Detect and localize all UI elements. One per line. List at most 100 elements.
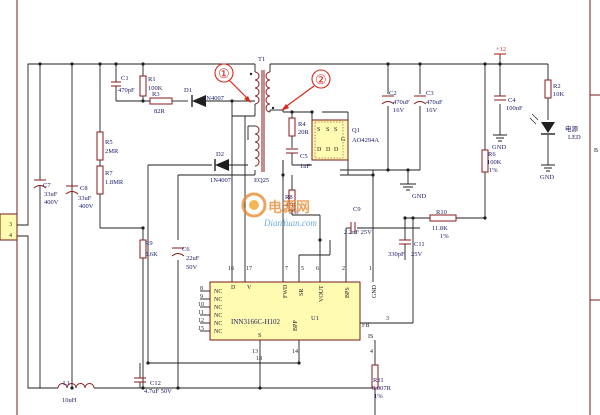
marker-1-label: ① (218, 66, 230, 81)
u1-ref: U1 (311, 315, 319, 322)
u1-pin-bps: BPS (345, 287, 351, 298)
u1-pin-17: 17 (246, 266, 252, 272)
r6-tol: 1% (489, 167, 498, 174)
r10-value: 11.8K (432, 225, 448, 232)
gnd-label-1: GND (412, 193, 426, 200)
capacitor-c1: C1 470pF (111, 75, 135, 94)
resistor-r9: R9 5.6K (139, 239, 158, 259)
d1-ref: D1 (184, 87, 192, 94)
c12-ref: C12 (150, 380, 161, 387)
connector-pin-3: 3 (9, 222, 12, 228)
c7-value: 33uF (44, 191, 58, 198)
inductor-l1: L1 10uH (57, 380, 95, 404)
capacitor-c3: C3 470uF 16V (413, 90, 443, 114)
led-value: LED (568, 134, 581, 141)
resistor-r1: R1 100K (139, 75, 163, 97)
u1-pin-14: 14 (292, 349, 298, 355)
gnd-label-2: GND (492, 144, 506, 151)
input-connector: 3 4 (0, 213, 18, 241)
r7-ref: R7 (105, 170, 113, 177)
u1-pin-2: 2 (342, 266, 345, 272)
r10-tol: 1% (440, 233, 449, 240)
marker-2-label: ② (315, 72, 327, 87)
u1-nc-6: NC (214, 329, 222, 335)
resistor-r2: R2 10K (544, 79, 565, 99)
c6-rating: 50V (186, 264, 198, 271)
u1-pin-9: 9 (200, 294, 203, 300)
led-ref: 电源 (565, 124, 579, 133)
watermark-cn: 电源网 (268, 199, 310, 216)
resistor-r4: R4 20R (288, 117, 310, 137)
d2-value: 1N4007 (210, 177, 232, 184)
resistor-r3: R3 82R (149, 91, 173, 115)
u1-pin-fwd: FWD (283, 284, 289, 298)
u1-pin-is: IS (368, 334, 373, 340)
border-label: B (594, 148, 598, 154)
c5-value: 1nF (300, 163, 311, 170)
u1-nc-4: NC (214, 313, 222, 319)
u1-pin-15: 15 (198, 326, 204, 332)
r4-ref: R4 (298, 121, 306, 128)
c12-value: 4.7uF 50V (144, 388, 172, 395)
gnd-c4: GND (492, 134, 507, 151)
mosfet-q1: S S S D D D G Q1 AO4294A (311, 119, 379, 161)
c2-rating: 16V (393, 107, 405, 114)
u1-pin-4: 4 (370, 349, 373, 355)
u1-nc-2: NC (214, 297, 222, 303)
c4-ref: C4 (508, 97, 516, 104)
u1-pin-5: 5 (301, 266, 304, 272)
diode-d1: D1 1N4007 (184, 87, 225, 107)
c4-value: 100nF (506, 105, 523, 112)
transformer-t1: T1 EQ25 (249, 56, 275, 184)
marker-1: ① (214, 63, 251, 103)
t1-ref: T1 (258, 56, 265, 63)
led-indicator: 电源 LED (529, 113, 581, 141)
u1-pin-fb: FB (362, 323, 369, 329)
c8-ref: C8 (80, 185, 88, 192)
q1-value: AO4294A (352, 137, 379, 144)
u1-pin-gnd: GND (372, 284, 378, 298)
gnd-led: GND (540, 164, 555, 181)
capacitor-c6: C6 22uF 50V (171, 246, 200, 271)
capacitor-c4: C4 100nF (494, 95, 523, 112)
resistor-r11: R11 0.007R 1% (371, 364, 392, 400)
r7-value: 1.8MR (105, 179, 124, 186)
u1-nc-3: NC (214, 305, 222, 311)
u1-pin-sr: SR (299, 289, 305, 296)
t1-value: EQ25 (254, 177, 269, 184)
r5-ref: R5 (105, 139, 113, 146)
annotation-markers: ① ② (214, 63, 331, 111)
supply-label: +12 (496, 46, 506, 53)
q1-pin-s1: S (317, 127, 320, 133)
u1-nc-5: NC (214, 321, 222, 327)
d2-ref: D2 (216, 151, 224, 158)
supply-12v: +12 (494, 46, 506, 55)
r2-ref: R2 (553, 83, 561, 90)
diode-d2: D2 1N4007 (210, 151, 232, 184)
u1-pin-16: 16 (228, 266, 234, 272)
u1-pin-11: 11 (198, 310, 204, 316)
u1-pin-6: 6 (316, 266, 319, 272)
l1-ref: L1 (63, 380, 70, 387)
r3-value: 82R (154, 108, 166, 115)
u1-pin-d: D (231, 285, 236, 291)
r4-value: 20R (298, 129, 310, 136)
r3-ref: R3 (152, 91, 160, 98)
watermark: 电源网 DianYuan.com (241, 192, 317, 228)
c2-ref: C2 (389, 90, 397, 97)
c1-value: 470pF (118, 87, 135, 94)
c11-value: 330pF (388, 251, 405, 258)
ground-symbols: GND GND GND +12 (400, 46, 555, 200)
capacitor-c7: C7 33uF 400V (33, 179, 59, 206)
capacitor-c11: C11 330pF 25V (388, 239, 425, 258)
capacitor-c8: C8 33uF 400V (65, 185, 94, 210)
l1-value: 10uH (62, 397, 77, 404)
marker-2: ② (281, 69, 331, 111)
u1-pin-18: 18 (256, 356, 262, 362)
frame-borders: B (16, 0, 600, 415)
c11-rating: 25V (411, 251, 423, 258)
ic-u1: INN3166C-H102 U1 8 9 10 11 12 15 NC NC N… (198, 266, 389, 362)
c8-value: 33uF (78, 195, 92, 202)
c6-value: 22uF (186, 255, 200, 262)
c9-ref: C9 (353, 206, 361, 213)
